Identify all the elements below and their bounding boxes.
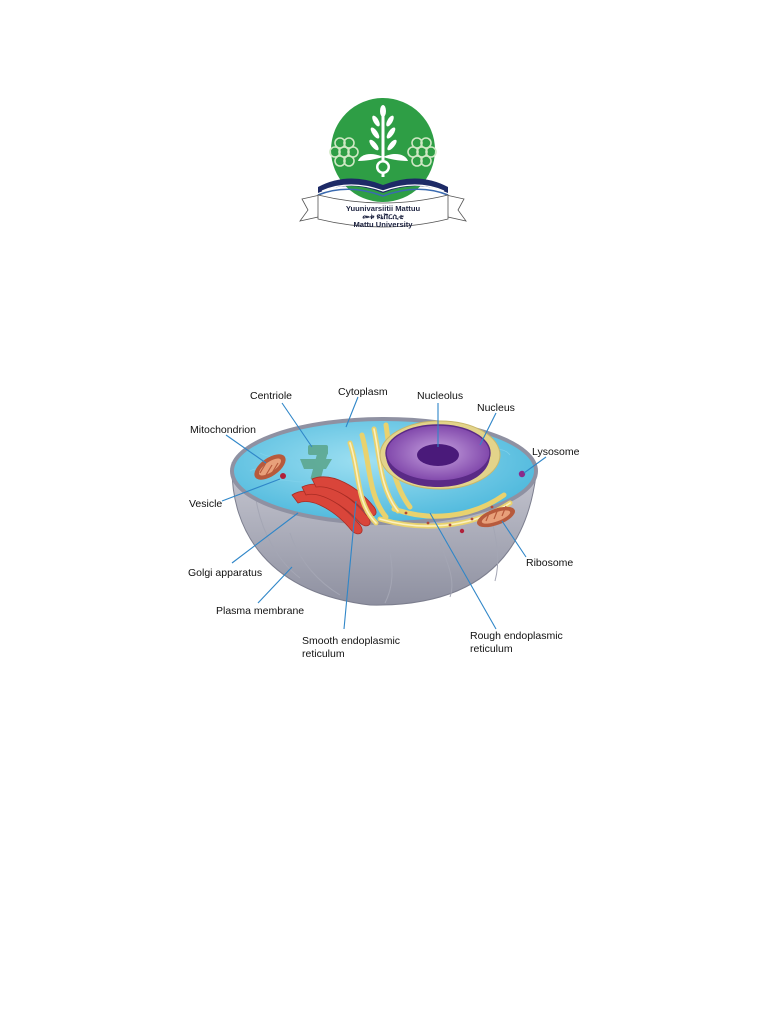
mitochondrion-left-shape — [254, 454, 286, 480]
label-cytoplasm: Cytoplasm — [338, 386, 388, 398]
label-smooth-er-line-1: Smooth endoplasmic — [302, 635, 400, 647]
label-ribosome: Ribosome — [526, 557, 573, 569]
label-golgi-apparatus: Golgi apparatus — [188, 567, 262, 579]
golgi-apparatus-shape — [291, 476, 377, 535]
logo-plant-icon — [358, 105, 408, 177]
rough-er-leader-line — [429, 512, 497, 630]
golgi-leader-line — [231, 512, 299, 564]
logo-text-line-3: Mattu University — [353, 220, 413, 229]
vesicle-small-shape — [459, 528, 465, 534]
ribosome-leader-line — [501, 520, 527, 558]
label-rough-er-line-1: Rough endoplasmic — [470, 630, 563, 642]
label-centriole: Centriole — [250, 390, 292, 402]
label-plasma-membrane: Plasma membrane — [216, 605, 304, 617]
lysosome-leader-line — [523, 456, 547, 474]
lysosome-shape — [518, 470, 526, 478]
logo-seed-icon — [378, 162, 388, 172]
label-vesicle: Vesicle — [189, 498, 222, 510]
logo-text-line-2: መቱ ዩኒቨርሲቲ — [362, 211, 404, 221]
cytoplasm-leader-line — [345, 396, 359, 428]
nucleolus-shape — [417, 444, 459, 466]
centriole-leader-line — [281, 402, 313, 448]
mattu-university-logo: Yuunivarsiitii Mattuu መቱ ዩኒቨርሲቲ Mattu Un… — [299, 98, 467, 229]
label-nucleus: Nucleus — [477, 402, 515, 414]
centriole-shape — [300, 445, 332, 482]
logo-honeycomb-right — [407, 137, 437, 167]
nucleus-leader-line — [479, 412, 497, 446]
label-rough-er-line-2: reticulum — [470, 643, 513, 655]
vesicle-shape — [280, 473, 286, 479]
label-mitochondrion: Mitochondrion — [190, 424, 256, 436]
logo-ribbon — [299, 194, 467, 228]
label-nucleolus: Nucleolus — [417, 390, 463, 402]
label-lysosome: Lysosome — [532, 446, 580, 458]
logo-text-line-1: Yuunivarsiitii Mattuu — [346, 204, 421, 213]
smooth-er-leader-line — [343, 500, 357, 630]
plasma-membrane-leader-line — [257, 566, 293, 604]
animal-cell-diagram: Centriole Cytoplasm Nucleolus Nucleus Mi… — [188, 386, 580, 660]
mitochondrion-leader-line — [225, 434, 267, 464]
label-smooth-er-line-2: reticulum — [302, 648, 345, 660]
ribosomes-shape — [404, 505, 494, 527]
logo-open-book-icon — [317, 178, 449, 197]
vesicle-leader-line — [221, 478, 281, 502]
logo-honeycomb-left — [329, 137, 359, 167]
mitochondrion-right-shape — [477, 505, 515, 528]
